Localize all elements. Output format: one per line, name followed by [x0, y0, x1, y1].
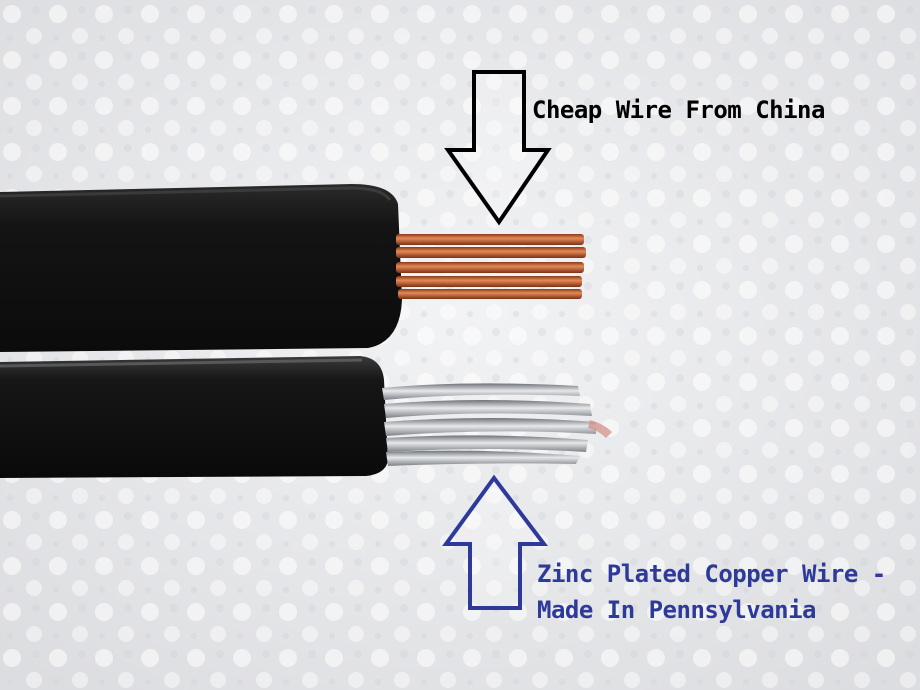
copper-strands: [396, 234, 586, 299]
up-arrow-outline-icon: [442, 474, 549, 610]
down-arrow-outline-icon: [444, 70, 552, 226]
zinc-wire-label-line-1: Zinc Plated Copper Wire -: [537, 560, 886, 588]
top-wire-jacket-highlight: [0, 186, 392, 201]
cheap-wire-label: Cheap Wire From China: [532, 96, 825, 124]
bottom-wire: [0, 356, 612, 478]
bottom-wire-jacket-highlight: [0, 358, 363, 368]
zinc-wire-label-line-2: Made In Pennsylvania: [537, 596, 816, 624]
top-wire-jacket: [0, 184, 402, 352]
top-wire: [0, 184, 586, 352]
zinc-plated-strands: [382, 383, 612, 466]
zinc-wire-label: Zinc Plated Copper Wire - Made In Pennsy…: [537, 556, 886, 628]
bottom-wire-jacket: [0, 356, 388, 478]
